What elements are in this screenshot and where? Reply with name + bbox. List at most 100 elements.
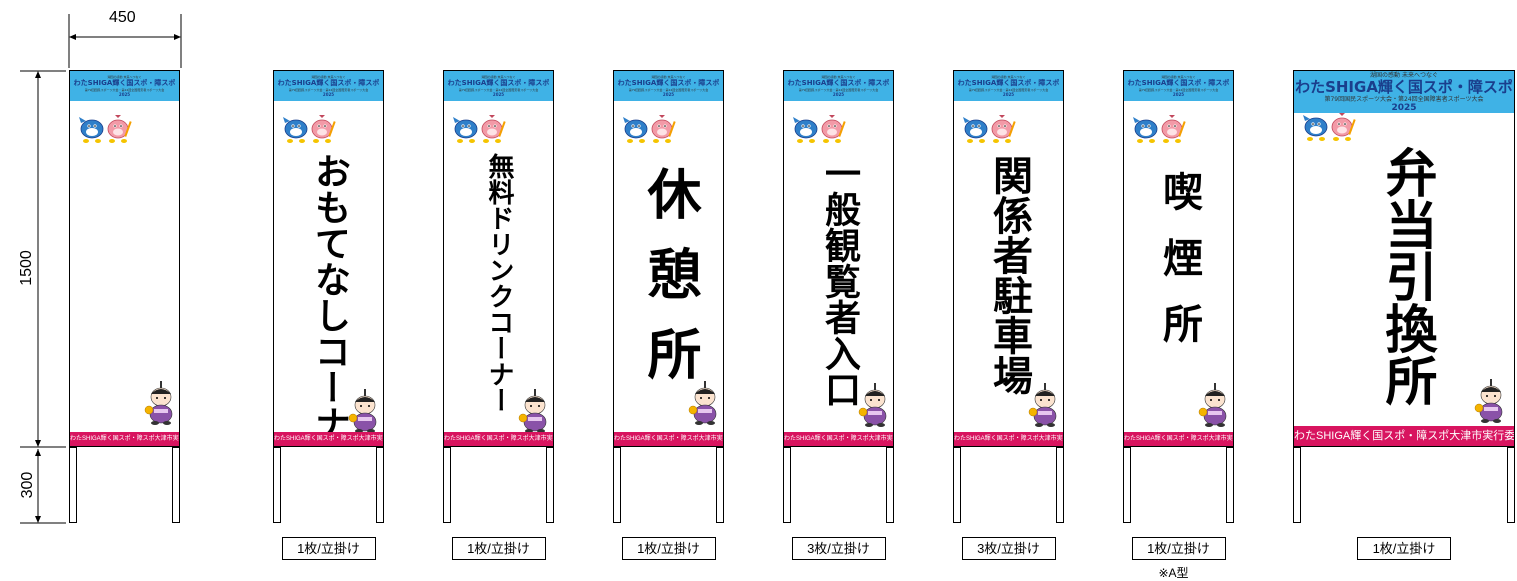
mascot-pink-fish-icon [651, 115, 676, 143]
mascot-blue-fish-icon [79, 117, 104, 143]
mascot-blue-fish-icon [623, 117, 648, 143]
mascot-pair [283, 115, 336, 143]
samurai-character-icon [144, 381, 173, 425]
mascot-pair [623, 115, 676, 143]
sign-leg-right [716, 447, 724, 523]
sign-leg-left [443, 447, 451, 523]
sign-leg-left [273, 447, 281, 523]
banner-logo-text: わたSHIGA輝く国スポ・障スポ [73, 79, 176, 87]
mascot-blue-fish-icon [283, 117, 308, 143]
sign-banner: 湖国の感動 未来へつなぐわたSHIGA輝く国スポ・障スポ第79回国民スポーツ大会… [954, 71, 1063, 101]
mascot-pink-fish-icon [1161, 115, 1186, 143]
sign-leg-right [172, 447, 180, 523]
banner-year: 2025 [118, 92, 131, 97]
banner-year: 2025 [662, 92, 675, 97]
sign-leg-left [1293, 447, 1301, 523]
banner-tagline: 湖国の感動 未来へつなぐ [1161, 75, 1196, 79]
sign-footer: わたSHIGA輝く国スポ・障スポ大津市実行委員会 [444, 432, 553, 446]
mascot-blue-fish-icon [793, 117, 818, 143]
banner-tagline: 湖国の感動 未来へつなぐ [481, 75, 516, 79]
sign-main-text: 休憩所 [638, 166, 701, 406]
banner-event-name: 第79回国民スポーツ大会・第24回全国障害者スポーツ大会 [1324, 95, 1484, 103]
sign-leg-left [1123, 447, 1131, 523]
sign-leg-left [69, 447, 77, 523]
sign-leg-left [783, 447, 791, 523]
mascot-pair [453, 115, 506, 143]
quantity-caption: 1枚/立掛け [1357, 537, 1451, 560]
quantity-caption: 1枚/立掛け [451, 537, 546, 560]
quantity-caption: 3枚/立掛け [791, 537, 886, 560]
sign-main-text: 弁当引換所 [1376, 146, 1436, 406]
sign-leg-right [1056, 447, 1064, 523]
sign-footer: わたSHIGA輝く国スポ・障スポ大津市実行委員会 [1294, 426, 1514, 446]
banner-logo-text: わたSHIGA輝く国スポ・障スポ [787, 79, 890, 87]
sign-footer: わたSHIGA輝く国スポ・障スポ大津市実行委員会 [784, 432, 893, 446]
mascot-blue-fish-icon [453, 117, 478, 143]
mascot-pink-fish-icon [1331, 113, 1356, 141]
banner-year: 2025 [1002, 92, 1015, 97]
banner-year: 2025 [322, 92, 335, 97]
banner-tagline: 湖国の感動 未来へつなぐ [651, 75, 686, 79]
samurai-character-icon [688, 381, 717, 425]
sign-footer: わたSHIGA輝く国スポ・障スポ大津市実行委員会 [614, 432, 723, 446]
banner-event-name: 第79回国民スポーツ大会・第24回全国障害者スポーツ大会 [84, 88, 165, 92]
banner-year: 2025 [1172, 92, 1185, 97]
banner-tagline: 湖国の感動 未来へつなぐ [821, 75, 856, 79]
banner-year: 2025 [1391, 102, 1417, 113]
quantity-caption: 3枚/立掛け [961, 537, 1056, 560]
banner-logo-text: わたSHIGA輝く国スポ・障スポ [277, 79, 380, 87]
sign-main-text: 喫煙所 [1156, 171, 1202, 369]
mascot-pink-fish-icon [481, 115, 506, 143]
mascot-pink-fish-icon [991, 115, 1016, 143]
samurai-character-icon [1198, 383, 1227, 427]
mascot-blue-fish-icon [1303, 115, 1328, 141]
sign-banner: 湖国の感動 未来へつなぐわたSHIGA輝く国スポ・障スポ第79回国民スポーツ大会… [70, 71, 179, 101]
signboard: 湖国の感動 未来へつなぐわたSHIGA輝く国スポ・障スポ第79回国民スポーツ大会… [1123, 70, 1234, 447]
mascot-pair [1133, 115, 1186, 143]
mascot-pink-fish-icon [311, 115, 336, 143]
signboard: 湖国の感動 未来へつなぐわたSHIGA輝く国スポ・障スポ第79回国民スポーツ大会… [783, 70, 894, 447]
mascot-pair [793, 115, 846, 143]
banner-year: 2025 [832, 92, 845, 97]
banner-year: 2025 [492, 92, 505, 97]
signboard: 湖国の感動 未来へつなぐわたSHIGA輝く国スポ・障スポ第79回国民スポーツ大会… [443, 70, 554, 447]
mascot-pair [1303, 113, 1356, 141]
banner-event-name: 第79回国民スポーツ大会・第24回全国障害者スポーツ大会 [628, 88, 709, 92]
quantity-caption: 1枚/立掛け [1131, 537, 1226, 560]
width-dimension-label: 450 [109, 9, 136, 26]
mascot-pair [963, 115, 1016, 143]
signboard: 湖国の感動 未来へつなぐわたSHIGA輝く国スポ・障スポ第79回国民スポーツ大会… [273, 70, 384, 447]
sign-footer: わたSHIGA輝く国スポ・障スポ大津市実行委員会 [70, 432, 179, 446]
sign-banner: 湖国の感動 未来へつなぐわたSHIGA輝く国スポ・障スポ第79回国民スポーツ大会… [614, 71, 723, 101]
sign-leg-left [613, 447, 621, 523]
sign-banner: 湖国の感動 未来へつなぐわたSHIGA輝く国スポ・障スポ第79回国民スポーツ大会… [1124, 71, 1233, 101]
sign-banner: 湖国の感動 未来へつなぐわたSHIGA輝く国スポ・障スポ第79回国民スポーツ大会… [444, 71, 553, 101]
banner-event-name: 第79回国民スポーツ大会・第24回全国障害者スポーツ大会 [798, 88, 879, 92]
quantity-caption: 1枚/立掛け [281, 537, 376, 560]
sign-leg-right [546, 447, 554, 523]
banner-tagline: 湖国の感動 未来へつなぐ [107, 75, 142, 79]
mascot-blue-fish-icon [963, 117, 988, 143]
mascot-pink-fish-icon [821, 115, 846, 143]
leg-dimension-label: 300 [19, 471, 36, 499]
sign-leg-right [1507, 447, 1515, 523]
sign-leg-right [376, 447, 384, 523]
banner-tagline: 湖国の感動 未来へつなぐ [311, 75, 346, 79]
sign-banner: 湖国の感動 未来へつなぐわたSHIGA輝く国スポ・障スポ第79回国民スポーツ大会… [274, 71, 383, 101]
sign-leg-right [1226, 447, 1234, 523]
signboard: 湖国の感動 未来へつなぐわたSHIGA輝く国スポ・障スポ第79回国民スポーツ大会… [613, 70, 724, 447]
sign-banner: 湖国の感動 未来へつなぐわたSHIGA輝く国スポ・障スポ第79回国民スポーツ大会… [1294, 71, 1514, 113]
signboard: 湖国の感動 未来へつなぐわたSHIGA輝く国スポ・障スポ第79回国民スポーツ大会… [953, 70, 1064, 447]
sign-footer: わたSHIGA輝く国スポ・障スポ大津市実行委員会 [274, 432, 383, 446]
samurai-character-icon [1028, 383, 1057, 427]
mascot-blue-fish-icon [1133, 117, 1158, 143]
samurai-character-icon [518, 389, 547, 433]
banner-logo-text: わたSHIGA輝く国スポ・障スポ [447, 79, 550, 87]
samurai-character-icon [1474, 379, 1503, 423]
quantity-caption: 1枚/立掛け [621, 537, 716, 560]
signboard: 湖国の感動 未来へつなぐわたSHIGA輝く国スポ・障スポ第79回国民スポーツ大会… [1293, 70, 1515, 447]
sign-leg-left [953, 447, 961, 523]
banner-event-name: 第79回国民スポーツ大会・第24回全国障害者スポーツ大会 [1138, 88, 1219, 92]
banner-tagline: 湖国の感動 未来へつなぐ [1370, 71, 1438, 79]
